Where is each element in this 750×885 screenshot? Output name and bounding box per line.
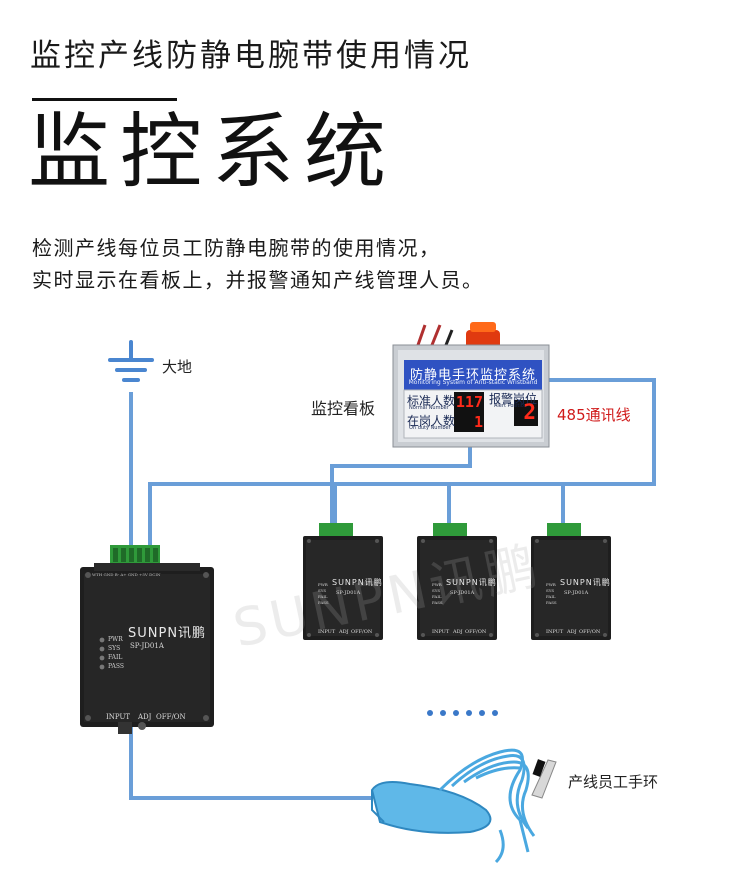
- device1-port-onoff: OFF/ON: [351, 629, 373, 635]
- page-title: 监控系统: [28, 105, 397, 200]
- board-title: 防静电手环监控系统: [409, 368, 536, 383]
- device3-model: SP-JD01A: [564, 590, 589, 596]
- device3-led-pass: PASS: [546, 600, 557, 605]
- sub-device-graphic-1: [303, 523, 383, 640]
- controller-brand: SUNPN讯鹏: [128, 626, 207, 641]
- comm-line-label: 485通讯线: [557, 406, 631, 424]
- device1-port-adj: ADJ: [339, 629, 349, 635]
- device3-led-pwr: PWR: [546, 582, 556, 587]
- controller-model: SP-JD01A: [130, 642, 164, 650]
- board-alert-value: 2: [523, 400, 536, 424]
- controller-led-sys: SYS: [108, 645, 121, 652]
- controller-led-pass: PASS: [108, 663, 124, 670]
- more-devices-dots: [427, 710, 498, 716]
- device1-led-pwr: PWR: [318, 582, 328, 587]
- board-onduty-value: 1: [473, 413, 483, 431]
- controller-port-input: INPUT: [106, 713, 131, 721]
- device3-port-input: INPUT: [546, 629, 564, 635]
- board-standard-sub: Normal Number: [409, 405, 449, 411]
- wristband-label: 产线员工手环: [568, 773, 659, 791]
- controller-port-onoff: OFF/ON: [156, 713, 186, 721]
- ground-label: 大地: [162, 358, 193, 376]
- device3-led-sys: SYS: [546, 588, 555, 593]
- main-controller-graphic: [80, 545, 214, 734]
- device1-led-fail: FAIL: [318, 594, 328, 599]
- wristband-cable: [129, 725, 372, 800]
- board-standard-value: 117: [455, 393, 483, 411]
- device1-led-pass: PASS: [318, 600, 329, 605]
- device2-port-input: INPUT: [432, 629, 450, 635]
- device3-port-adj: ADJ: [567, 629, 577, 635]
- bus-main: [148, 378, 656, 548]
- title-divider: [32, 98, 177, 101]
- monitor-board-label: 监控看板: [311, 399, 376, 418]
- device2-led-fail: FAIL: [432, 594, 442, 599]
- sub-device-graphic-3: [531, 523, 611, 640]
- top-title: 监控产线防静电腕带使用情况: [30, 38, 472, 74]
- controller-led-fail: FAIL: [108, 654, 123, 661]
- device2-model: SP-JD01A: [450, 590, 475, 596]
- board-alert-sub: Alert Position: [494, 403, 527, 409]
- description-line-2: 实时显示在看板上，并报警通知产线管理人员。: [32, 268, 484, 292]
- sub-device-graphic-2: [417, 523, 497, 640]
- device2-led-pwr: PWR: [432, 582, 442, 587]
- device2-brand: SUNPN讯鹏: [446, 578, 497, 587]
- device1-model: SP-JD01A: [336, 590, 361, 596]
- device1-brand: SUNPN讯鹏: [332, 578, 383, 587]
- device2-port-adj: ADJ: [453, 629, 463, 635]
- device3-port-onoff: OFF/ON: [579, 629, 601, 635]
- device1-led-sys: SYS: [318, 588, 327, 593]
- board-alert-label: 报警岗位: [489, 392, 538, 406]
- controller-led-pwr: PWR: [108, 636, 123, 643]
- device2-port-onoff: OFF/ON: [465, 629, 487, 635]
- board-onduty-label: 在岗人数: [407, 414, 456, 428]
- controller-port-adj: ADJ: [138, 713, 152, 721]
- device2-led-pass: PASS: [432, 600, 443, 605]
- wiring: [129, 378, 656, 800]
- wristband-icon: [370, 748, 557, 864]
- board-onduty-sub: On duty Number: [409, 425, 451, 431]
- bus-board-drop: [330, 446, 472, 523]
- monitor-board-graphic: [392, 322, 550, 448]
- ground-icon: [108, 340, 154, 382]
- board-subtitle: Monitoring System of Anti-static Wristba…: [408, 379, 538, 386]
- device3-led-fail: FAIL: [546, 594, 556, 599]
- device2-led-sys: SYS: [432, 588, 441, 593]
- controller-terminal-label: WTH GND B- A+ GND +5V DCIN: [92, 572, 161, 577]
- device3-brand: SUNPN讯鹏: [560, 578, 611, 587]
- device1-port-input: INPUT: [318, 629, 336, 635]
- description-line-1: 检测产线每位员工防静电腕带的使用情况，: [32, 236, 441, 260]
- board-standard-label: 标准人数: [407, 394, 456, 408]
